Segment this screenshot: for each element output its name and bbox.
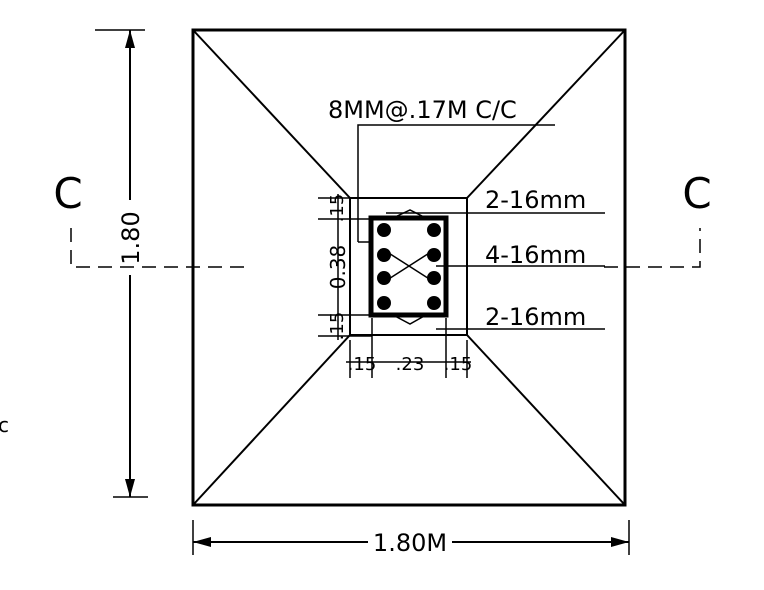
right-offset-label: .15 <box>444 354 473 375</box>
rebar-bar <box>427 223 441 237</box>
left-offset-label: .15 <box>348 354 377 375</box>
section-line-right <box>604 228 701 268</box>
rebar-bar <box>427 296 441 310</box>
column-width-label: .23 <box>396 354 425 375</box>
rebar-bar <box>377 248 391 262</box>
height-dimension-label: 1.80 <box>117 211 145 264</box>
middle-bars-label: 4-16mm <box>485 241 586 269</box>
bottom-bars-label: 2-16mm <box>485 303 586 331</box>
stirrup-hook-bottom <box>392 314 427 325</box>
arrowhead-down <box>125 479 135 497</box>
slope-line-top-right <box>466 29 626 199</box>
stirrup-hook-top <box>392 209 427 219</box>
section-mark-left: C <box>53 169 82 218</box>
arrowhead-right <box>611 537 629 547</box>
slope-line-bottom-right <box>466 334 626 506</box>
section-line-left <box>70 228 252 268</box>
top-offset-label: .15 <box>327 194 348 223</box>
width-dimension-label: 1.80M <box>373 529 447 557</box>
section-mark-right: C <box>682 169 711 218</box>
top-bars-label: 2-16mm <box>485 186 586 214</box>
arrowhead-left <box>193 537 211 547</box>
slope-line-top-left <box>192 29 351 199</box>
rebar-bar <box>427 271 441 285</box>
column-depth-label: 0.38 <box>326 245 350 290</box>
rebar-bar <box>427 248 441 262</box>
edge-text-fragment: c <box>0 413 9 437</box>
stirrup-label: 8MM@.17M C/C <box>328 96 517 124</box>
rebar-bar <box>377 271 391 285</box>
stirrup-leader-line <box>357 124 555 242</box>
rebar-bar <box>377 296 391 310</box>
arrowhead-up <box>125 30 135 48</box>
tie-cross-line-2 <box>383 249 435 283</box>
rebar-bar <box>377 223 391 237</box>
bottom-offset-label: .15 <box>327 312 348 341</box>
slope-line-bottom-left <box>192 334 351 506</box>
